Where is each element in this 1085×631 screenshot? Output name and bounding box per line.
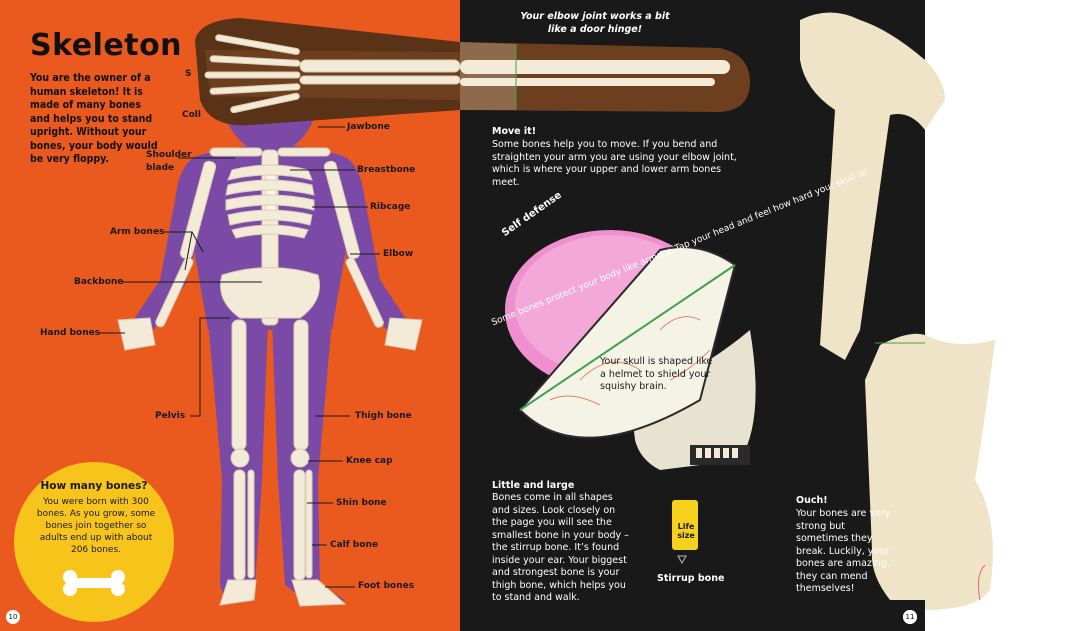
move-body: Some bones help you to move. If you bend… bbox=[492, 139, 737, 188]
how-many-bones-circle: How many bones? You were born with 300 b… bbox=[14, 462, 174, 622]
page-title: Skeleton bbox=[30, 28, 183, 63]
label-ribcage: Ribcage bbox=[370, 202, 411, 212]
label-shoulder: Shoulder bbox=[146, 150, 192, 160]
femur-illustration bbox=[800, 12, 925, 600]
label-thigh-bone: Thigh bone bbox=[355, 411, 412, 421]
femur-illustration-margin bbox=[925, 60, 995, 610]
how-many-heading: How many bones? bbox=[40, 480, 148, 492]
label-breastbone: Breastbone bbox=[357, 165, 416, 175]
label-hand-bones: Hand bones bbox=[40, 328, 101, 338]
left-page: Skeleton You are the owner of a human sk… bbox=[0, 0, 460, 631]
page-number-right: 11 bbox=[903, 610, 917, 624]
intro-text: You are the owner of a human skeleton! I… bbox=[30, 72, 158, 165]
label-skull: S bbox=[185, 69, 192, 79]
stirrup-bone-label: Stirrup bone bbox=[657, 573, 725, 584]
ouch-body: Your bones are very strong but sometimes… bbox=[796, 508, 891, 594]
label-calf-bone: Calf bone bbox=[330, 540, 378, 550]
label-elbow: Elbow bbox=[383, 249, 414, 259]
move-heading: Move it! bbox=[492, 126, 537, 137]
how-many-body: You were born with 300 bones. As you gro… bbox=[36, 497, 156, 555]
label-pelvis: Pelvis bbox=[155, 411, 186, 421]
label-collarbone: Coll bbox=[182, 110, 201, 120]
label-jawbone: Jawbone bbox=[347, 122, 390, 132]
stirrup-bone-icon bbox=[672, 500, 698, 565]
little-large-body: Bones come in all shapes and sizes. Look… bbox=[492, 492, 629, 603]
label-blade: blade bbox=[146, 163, 175, 173]
label-shin-bone: Shin bone bbox=[336, 498, 387, 508]
dog-bone-icon bbox=[63, 570, 125, 596]
skull-caption: Your skull is shaped like a helmet to sh… bbox=[600, 356, 713, 392]
skull-illustration bbox=[518, 246, 756, 470]
ouch-heading: Ouch! bbox=[796, 495, 828, 506]
label-arm-bones: Arm bones bbox=[110, 227, 165, 237]
page-number-left: 10 bbox=[6, 610, 20, 624]
elbow-caption: Your elbow joint works a bit like a door… bbox=[520, 11, 670, 35]
right-page: Your elbow joint works a bit like a door… bbox=[460, 0, 925, 631]
page-margin bbox=[925, 0, 1085, 631]
arm-flap-illustration bbox=[460, 42, 750, 112]
label-foot-bones: Foot bones bbox=[358, 581, 415, 591]
skeleton-illustration bbox=[98, 18, 460, 607]
label-knee-cap: Knee cap bbox=[346, 456, 393, 466]
right-page-illustrations bbox=[460, 12, 925, 624]
little-large-heading: Little and large bbox=[492, 480, 575, 491]
life-size-tag: Life size bbox=[677, 522, 695, 540]
label-backbone: Backbone bbox=[74, 277, 124, 287]
